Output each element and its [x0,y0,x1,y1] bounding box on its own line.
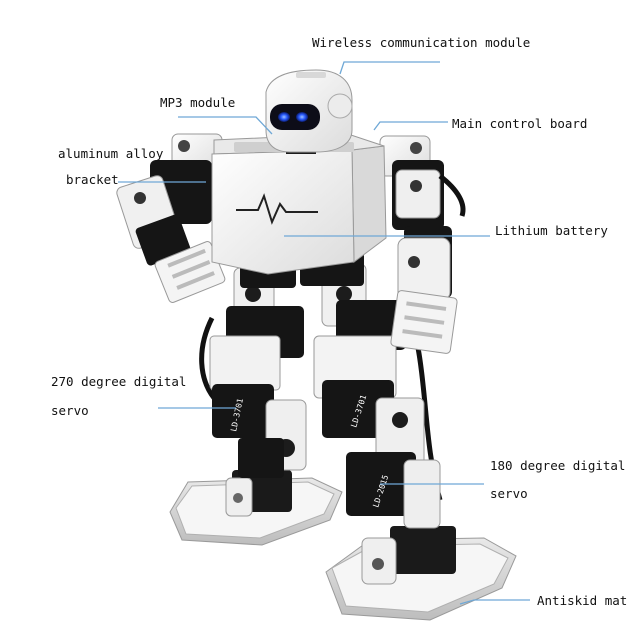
label-main-control-board: Main control board [452,116,588,131]
label-lithium-battery: Lithium battery [495,223,608,238]
wireless-module [296,72,326,78]
ear-disc [327,93,353,119]
left-thigh-servo [212,384,274,438]
label-aluminum-alloy-line2: bracket [66,172,119,187]
left-foot [169,470,343,546]
torso [211,133,387,275]
right-shoulder-screw [410,142,422,154]
right-gripper-slot-2 [404,315,445,325]
right-foot [325,526,517,621]
right-shin-bracket [403,459,441,529]
left-shin-servo [238,438,284,478]
right-forearm-screw [408,256,420,268]
left-leg: LD-3701 [199,267,307,478]
right-gripper [390,290,458,354]
left-gripper-slot-2 [171,260,211,279]
label-antiskid-mat: Antiskid mat [537,593,628,608]
eye-led-left [278,112,290,122]
head [265,69,353,154]
left-gripper-slot-1 [167,248,206,268]
label-270-servo-line1: 270 degree digital [51,374,187,389]
right-arm [379,135,466,354]
left-leg-cable [199,316,217,400]
visor [270,104,320,130]
label-aluminum-alloy-line1: aluminum alloy [58,146,164,161]
leader-main-board [373,121,448,131]
label-180-servo-line2: servo [490,486,528,501]
left-arm [116,133,226,303]
left-thigh-bracket [209,335,281,391]
right-gripper-slot-3 [402,329,443,339]
left-hip-screw [245,286,261,302]
left-ankle-screw [233,493,243,503]
right-ankle-screw [372,558,384,570]
label-wireless-communication-module: Wireless communication module [312,35,531,50]
label-mp3-module: MP3 module [160,95,236,110]
leader-mp3 [178,116,273,135]
left-shoulder-screw [178,140,190,152]
eye-led-right [296,112,308,122]
leader-antiskid [459,599,530,605]
left-gripper-slot-3 [176,271,215,290]
right-arm-bracket [395,169,441,219]
left-elbow-screw [134,192,146,204]
right-hip-screw [336,286,352,302]
right-arm-cable [438,174,466,217]
torso-shell-side [351,145,387,263]
torso-front-panel [211,149,355,275]
right-knee-screw [392,412,408,428]
right-gripper-slot-1 [406,301,447,311]
leader-lines [118,61,530,605]
left-forearm-servo [135,214,191,266]
leader-wireless [339,61,440,75]
right-ankle-servo [390,526,456,574]
label-180-servo-line1: 180 degree digital [490,458,626,473]
heartbeat-pulse-icon [236,193,318,225]
label-270-servo-line2: servo [51,403,89,418]
right-arm-screw [410,180,422,192]
